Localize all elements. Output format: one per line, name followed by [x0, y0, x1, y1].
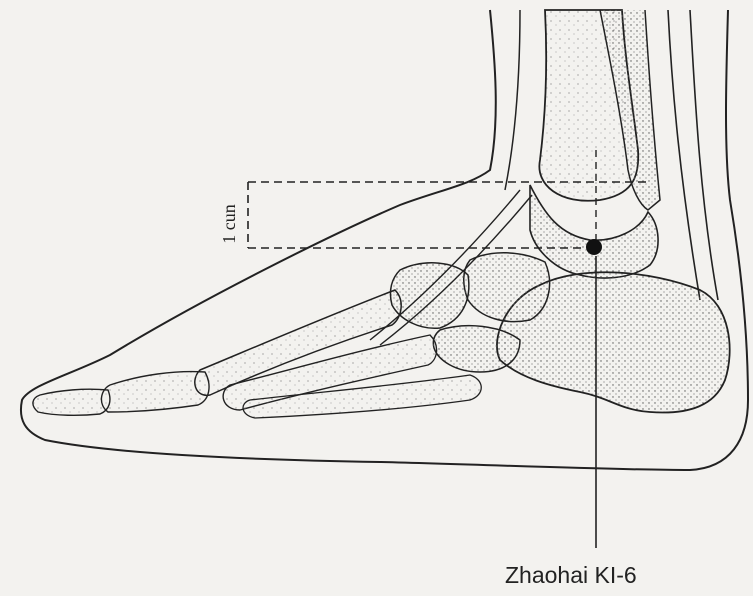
- achilles-tendon: [668, 10, 718, 300]
- cun-measurement-label: 1 cun: [219, 196, 239, 252]
- cuneiform: [390, 263, 468, 328]
- tendon-line: [505, 10, 520, 190]
- acupoint-label: Zhaohai KI-6: [505, 562, 637, 589]
- navicular: [464, 253, 550, 322]
- cuboid: [433, 326, 520, 372]
- acupoint-marker: [586, 239, 602, 255]
